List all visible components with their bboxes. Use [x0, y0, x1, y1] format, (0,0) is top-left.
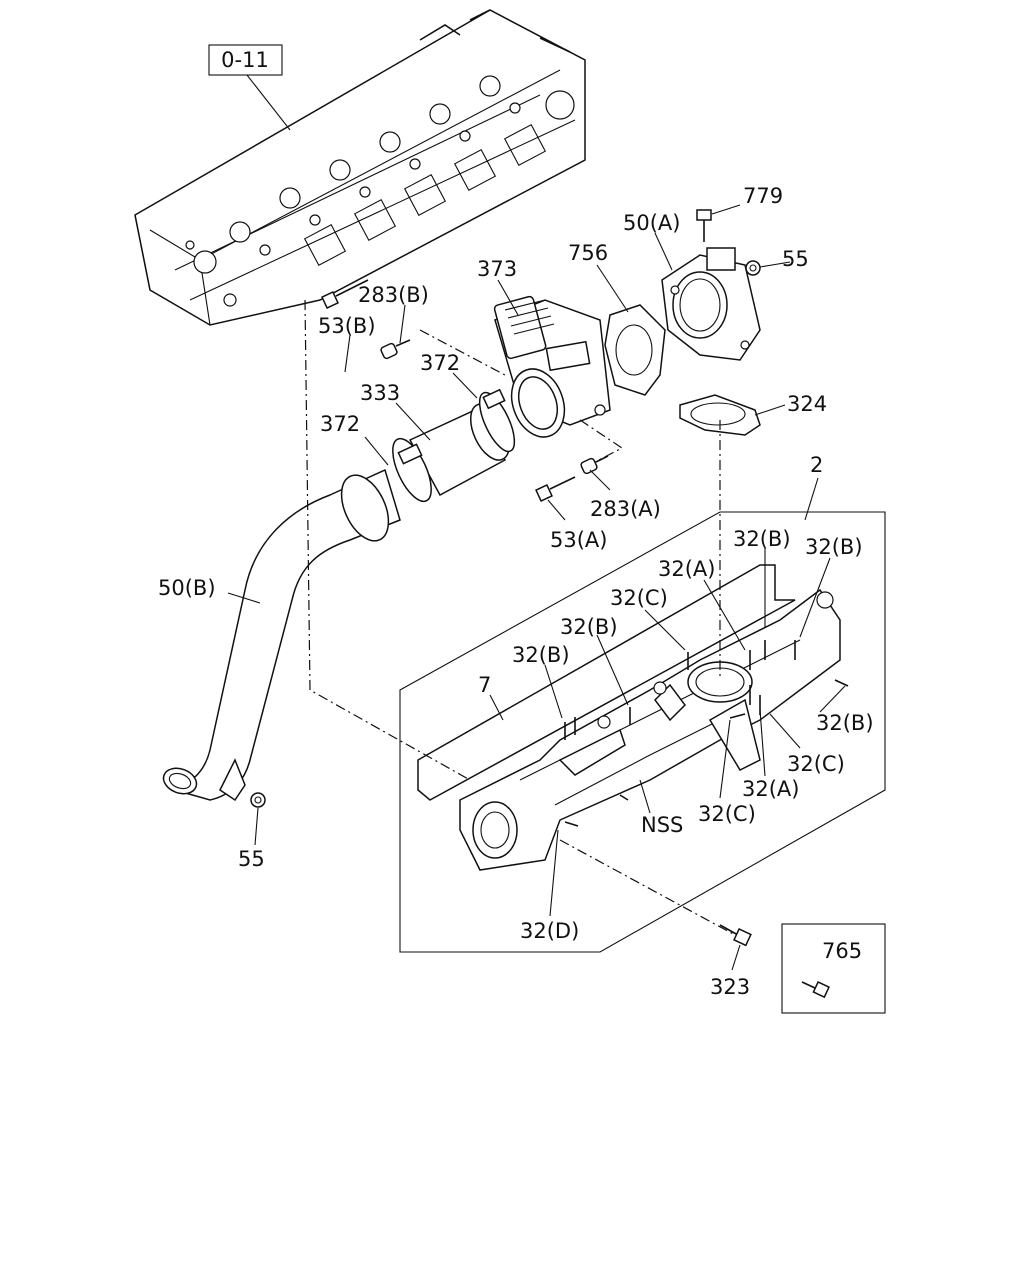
gasket-756: [604, 304, 666, 396]
label-283a: 283(A): [590, 497, 661, 521]
label-32b-1: 32(B): [733, 527, 791, 551]
ref-box: [208, 44, 283, 76]
bolt-779: [696, 209, 712, 242]
bolt-53b: [321, 279, 369, 309]
label-779: 779: [743, 184, 783, 208]
clamp-372-lower: [392, 437, 432, 503]
cylinder-head: [134, 9, 586, 326]
label-32b-5: 32(B): [816, 711, 874, 735]
clamp-372-upper: [478, 388, 516, 453]
label-756: 756: [568, 241, 608, 265]
label-32d: 32(D): [520, 919, 579, 943]
label-2: 2: [810, 453, 823, 477]
label-50a: 50(A): [623, 211, 680, 235]
label-50b: 50(B): [158, 576, 216, 600]
studs: [564, 640, 849, 827]
assembly-2-outline: [399, 511, 886, 953]
label-53a: 53(A): [550, 528, 607, 552]
ref-box-765: [781, 923, 886, 1014]
callout-labels: 0-11 779 50(A) 55 756 373 283(B) 53(B) 3…: [158, 44, 874, 999]
label-32a-2: 32(A): [742, 777, 799, 801]
bolt-765: [801, 981, 830, 999]
label-32c-1: 32(C): [610, 586, 668, 610]
label-55-top: 55: [782, 247, 809, 271]
bolt-323: [719, 924, 752, 947]
label-32c-3: 32(C): [698, 802, 756, 826]
throttle-body: [493, 295, 611, 438]
label-372-upper: 372: [420, 351, 460, 375]
bolt-283b: [380, 339, 411, 360]
intake-manifold: [459, 588, 841, 871]
gasket-324: [679, 394, 761, 436]
label-7: 7: [478, 673, 491, 697]
label-323: 323: [710, 975, 750, 999]
ref-box-label: 0-11: [221, 48, 269, 72]
nut-55-bottom: [250, 792, 266, 808]
gasket-7: [417, 564, 796, 801]
alignment-lines: [304, 299, 736, 936]
label-372-lower: 372: [320, 412, 360, 436]
label-324: 324: [787, 392, 827, 416]
label-32b-3: 32(B): [560, 615, 618, 639]
label-nss: NSS: [641, 813, 683, 837]
label-765: 765: [822, 939, 862, 963]
label-32b-4: 32(B): [512, 643, 570, 667]
pipe-50b: [162, 468, 401, 802]
label-53b: 53(B): [318, 314, 376, 338]
label-32a-1: 32(A): [658, 557, 715, 581]
bolt-283a: [580, 455, 609, 475]
label-333: 333: [360, 381, 400, 405]
inlet-flange: [661, 247, 761, 361]
nut-55-top: [745, 260, 761, 276]
label-373: 373: [477, 257, 517, 281]
label-32b-2: 32(B): [805, 535, 863, 559]
label-32c-2: 32(C): [787, 752, 845, 776]
label-283b: 283(B): [358, 283, 429, 307]
label-55-bottom: 55: [238, 847, 265, 871]
leader-lines: [227, 74, 846, 971]
bolt-53a: [535, 476, 576, 502]
